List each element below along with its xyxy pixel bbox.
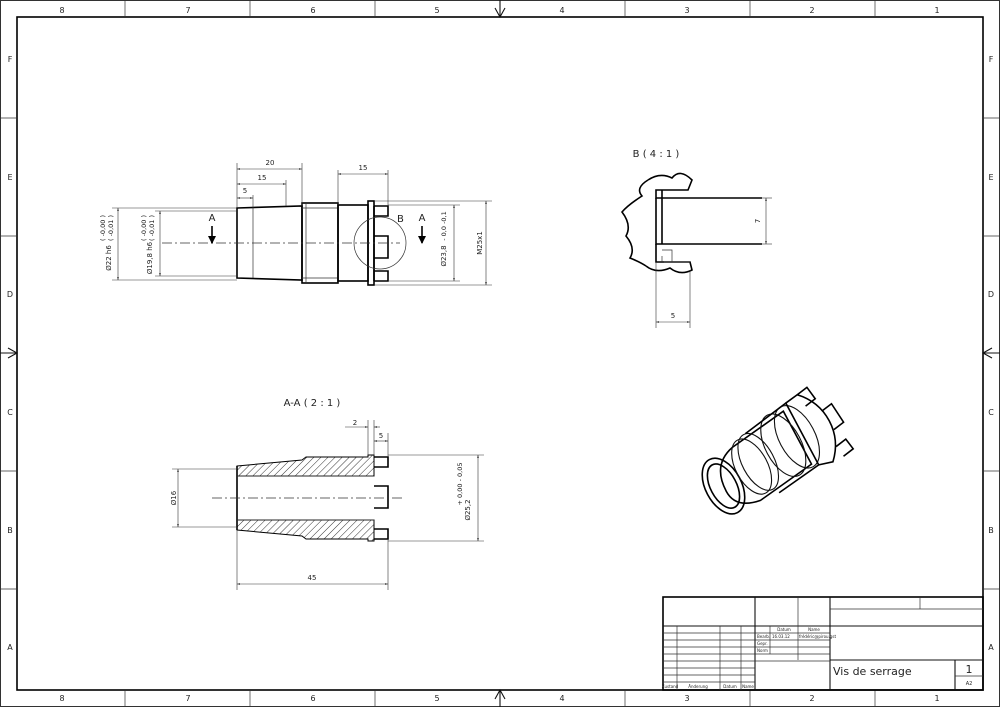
section-aa-dim-d16: Ø16	[170, 490, 178, 505]
tb-sheet-number: 1	[966, 663, 973, 676]
zone-col-top-7: 7	[185, 6, 190, 15]
zone-col-bottom-2: 2	[809, 694, 814, 703]
tb-date-header: Datum	[777, 627, 791, 632]
detail-b-view: B ( 4 : 1 ) 7 5	[620, 149, 772, 328]
dim-d19-tol-bot: ( -0,01 )	[148, 215, 156, 241]
detail-b-dim-5: 5	[671, 312, 675, 320]
section-aa-dim-d25-tol: + 0,00 - 0,05	[456, 463, 464, 506]
zone-col-top-3: 3	[684, 6, 689, 15]
dim-top-20: 20	[266, 159, 275, 167]
zone-row-right-F: F	[989, 55, 994, 64]
title-block: Datum Name Bearb. Gepr. Norm 16.03.12 fr…	[662, 596, 984, 691]
dim-d23-tol: - 0,0 -0,1	[440, 211, 448, 241]
section-a-label-right: A	[419, 213, 426, 224]
zone-row-right-C: C	[988, 408, 994, 417]
dim-d23: Ø23,8	[440, 245, 448, 266]
tb-footer-change: Änderung	[688, 684, 708, 689]
zone-row-right-D: D	[988, 290, 994, 299]
zone-col-bottom-8: 8	[59, 694, 64, 703]
zone-row-left-E: E	[7, 173, 12, 182]
section-a-label-left: A	[209, 213, 216, 224]
tb-footer-date: Datum	[723, 684, 737, 689]
tb-name-header: Name	[808, 627, 820, 632]
zone-row-left-A: A	[7, 643, 13, 652]
dim-top-5: 5	[243, 187, 247, 195]
zone-row-left-C: C	[7, 408, 13, 417]
zone-row-left-D: D	[7, 290, 13, 299]
zone-col-bottom-1: 1	[934, 694, 939, 703]
section-aa-dim-45: 45	[308, 574, 317, 582]
zone-col-top-2: 2	[809, 6, 814, 15]
dim-d22: Ø22 h6	[105, 245, 113, 271]
zone-col-top-6: 6	[310, 6, 315, 15]
tb-title: Vis de serrage	[833, 665, 912, 678]
dim-d19-tol-top: ( -0,00 )	[140, 215, 148, 241]
zone-col-bottom-5: 5	[434, 694, 439, 703]
tb-footer-name: Name	[742, 684, 754, 689]
section-aa-dim-5: 5	[379, 432, 383, 440]
dim-top-15-right: 15	[359, 164, 368, 172]
zone-col-top-5: 5	[434, 6, 439, 15]
zone-row-right-E: E	[988, 173, 993, 182]
tb-drawn-date: 16.03.12	[772, 634, 790, 639]
zone-col-bottom-4: 4	[559, 694, 564, 703]
dim-d22-tol-top: ( -0,00 )	[99, 215, 107, 241]
tb-footer-state: Zustand	[662, 684, 679, 689]
tb-row-checked: Gepr.	[757, 641, 768, 646]
dim-d19: Ø19,8 h6	[146, 241, 154, 274]
zone-col-top-4: 4	[559, 6, 564, 15]
main-view: B A A 20 15 5 15 Ø22 h6 ( -0,00 ) ( -0,0…	[99, 159, 492, 286]
dim-m25: M25x1	[476, 231, 484, 255]
section-aa-title: A-A ( 2 : 1 )	[284, 398, 341, 409]
detail-b-label: B	[397, 214, 404, 225]
dim-top-15: 15	[258, 174, 267, 182]
section-aa-dim-d25: Ø25,2	[464, 499, 472, 520]
detail-b-title: B ( 4 : 1 )	[633, 149, 680, 160]
section-aa-dim-2: 2	[353, 419, 357, 427]
zone-row-right-B: B	[988, 526, 994, 535]
zone-rows: F E D C B A F E D C B A	[0, 55, 1000, 652]
dim-d22-tol-bot: ( -0,01 )	[107, 215, 115, 241]
zone-row-left-F: F	[8, 55, 13, 64]
zone-col-bottom-7: 7	[185, 694, 190, 703]
detail-b-dim-7: 7	[754, 219, 762, 223]
zone-col-bottom-6: 6	[310, 694, 315, 703]
isometric-view	[701, 386, 855, 515]
tb-sheet-format: A2	[966, 681, 973, 687]
zone-row-left-B: B	[7, 526, 13, 535]
zone-col-top-8: 8	[59, 6, 64, 15]
tb-row-drawn: Bearb.	[757, 634, 770, 639]
section-aa-view: A-A ( 2 : 1 ) 2 5 Ø16 Ø25,2 + 0,00 - 0,0	[170, 398, 484, 590]
zone-col-bottom-3: 3	[684, 694, 689, 703]
zone-columns: 8 7 6 5 4 3 2 1 8 7 6 5 4 3 2 1	[59, 0, 940, 707]
zone-col-top-1: 1	[934, 6, 939, 15]
tb-drawn-name: frédéric@pirou.gst	[799, 634, 836, 639]
zone-row-right-A: A	[988, 643, 994, 652]
tb-row-norm: Norm	[757, 648, 768, 653]
